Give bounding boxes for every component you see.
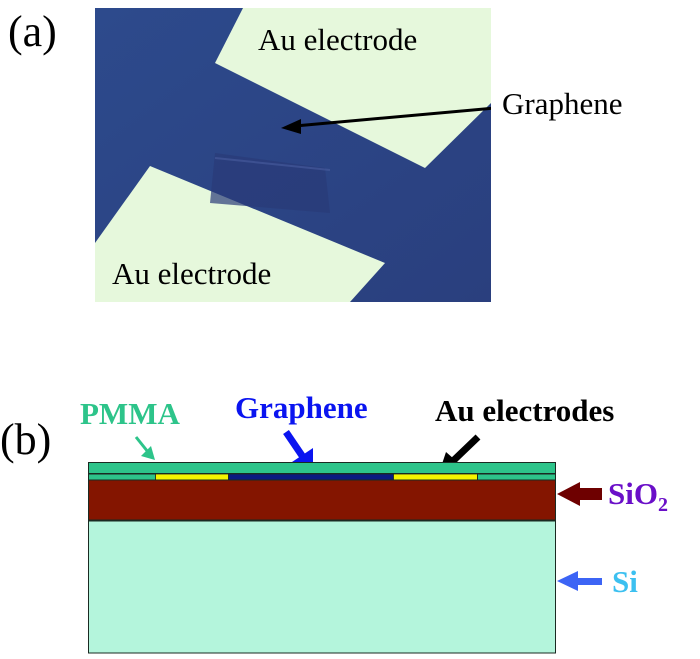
pmma-layer (88, 462, 556, 474)
graphene-label-b: Graphene (235, 390, 368, 425)
panel-a-label: (a) (8, 7, 57, 56)
layer-stack-diagram (88, 462, 556, 654)
bottom-electrode (95, 166, 385, 302)
au-electrode-left (155, 473, 229, 481)
panel-b-label: (b) (0, 415, 52, 464)
si-label: Si (612, 564, 638, 599)
sio2-subscript: 2 (657, 494, 668, 517)
sio2-arrow-icon (557, 482, 580, 506)
top-electrode (215, 8, 491, 168)
top-electrode-label: Au electrode (258, 22, 418, 57)
graphene-flake (210, 153, 330, 213)
au-electrodes-label: Au electrodes (435, 393, 615, 428)
graphene-label-a: Graphene (502, 86, 623, 121)
sio2-label: SiO2 (608, 478, 668, 515)
si-substrate (88, 520, 556, 654)
graphene-layer (228, 473, 394, 481)
pmma-arrow-icon (141, 446, 155, 460)
sio2-text: SiO (608, 476, 658, 511)
pmma-label: PMMA (80, 396, 180, 431)
si-arrow-icon (557, 571, 578, 591)
pmma-left-segment (88, 473, 156, 481)
bottom-electrode-label: Au electrode (112, 256, 272, 291)
pmma-right-segment (477, 473, 556, 481)
sio2-layer (88, 479, 556, 521)
optical-micrograph (95, 8, 491, 302)
au-electrode-right (393, 473, 478, 481)
